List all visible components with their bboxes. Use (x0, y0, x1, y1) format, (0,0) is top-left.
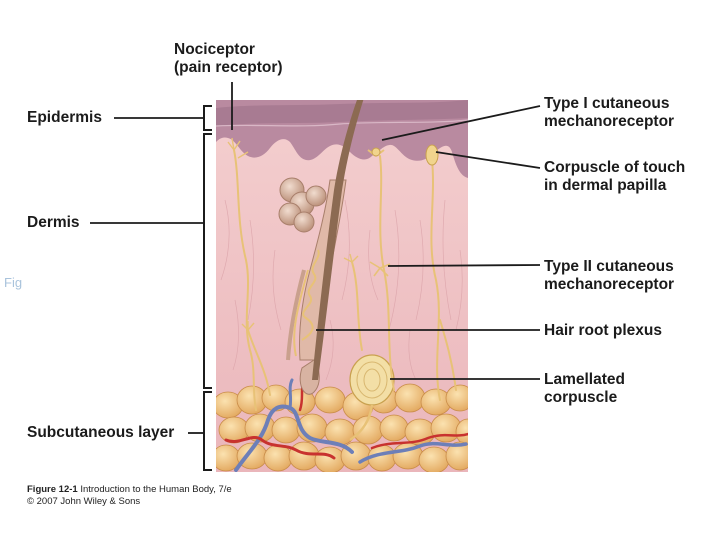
label-lamellated-line2: corpuscle (544, 389, 618, 406)
label-nociceptor-line1: Nociceptor (174, 41, 255, 58)
hair-shaft (312, 100, 364, 380)
figure-caption: Figure 12-1 Introduction to the Human Bo… (27, 484, 232, 495)
label-hair-root-plexus: Hair root plexus (544, 322, 662, 339)
blood-vessels (224, 378, 468, 472)
subcutaneous-fat (216, 383, 468, 472)
nerve-fibers (233, 149, 457, 411)
corpuscle-of-touch (425, 144, 439, 166)
label-dermis: Dermis (27, 214, 80, 231)
label-touch-line2: in dermal papilla (544, 177, 667, 194)
figure-number: Figure 12-1 (27, 484, 78, 495)
lamellated-corpuscle (349, 354, 395, 442)
skin-surface (216, 100, 468, 126)
hair-root-plexus (293, 249, 320, 357)
label-type-2-line2: mechanoreceptor (544, 276, 675, 293)
figure-title: Introduction to the Human Body, 7/e (80, 484, 232, 495)
label-type-2-line1: Type II cutaneous (544, 258, 674, 275)
label-corpuscle-of-touch: Corpuscle of touch in dermal papilla (544, 159, 685, 195)
copyright: © 2007 John Wiley & Sons (27, 496, 141, 507)
label-touch-line1: Corpuscle of touch (544, 159, 686, 176)
label-nociceptor: Nociceptor (pain receptor) (174, 41, 283, 77)
label-type-1-mechanoreceptor: Type I cutaneous mechanoreceptor (544, 95, 674, 131)
label-type-2-mechanoreceptor: Type II cutaneous mechanoreceptor (544, 258, 674, 294)
free-nerve-endings (227, 137, 359, 331)
ghost-text: Fig (4, 275, 23, 290)
layer-brackets (203, 105, 212, 471)
dermis-fibers (220, 199, 463, 381)
label-nociceptor-line2: (pain receptor) (174, 59, 283, 76)
leader-lines (90, 82, 541, 434)
label-epidermis: Epidermis (27, 109, 102, 126)
label-type-1-line1: Type I cutaneous (544, 95, 670, 112)
label-type-1-line2: mechanoreceptor (544, 113, 675, 130)
sebaceous-gland (278, 177, 327, 233)
type-1-mechanoreceptor (367, 147, 385, 157)
label-lamellated-line1: Lamellated (544, 371, 625, 388)
type-2-mechanoreceptor (369, 261, 391, 277)
label-lamellated-corpuscle: Lamellated corpuscle (544, 371, 625, 407)
label-subcutaneous-layer: Subcutaneous layer (27, 424, 175, 441)
